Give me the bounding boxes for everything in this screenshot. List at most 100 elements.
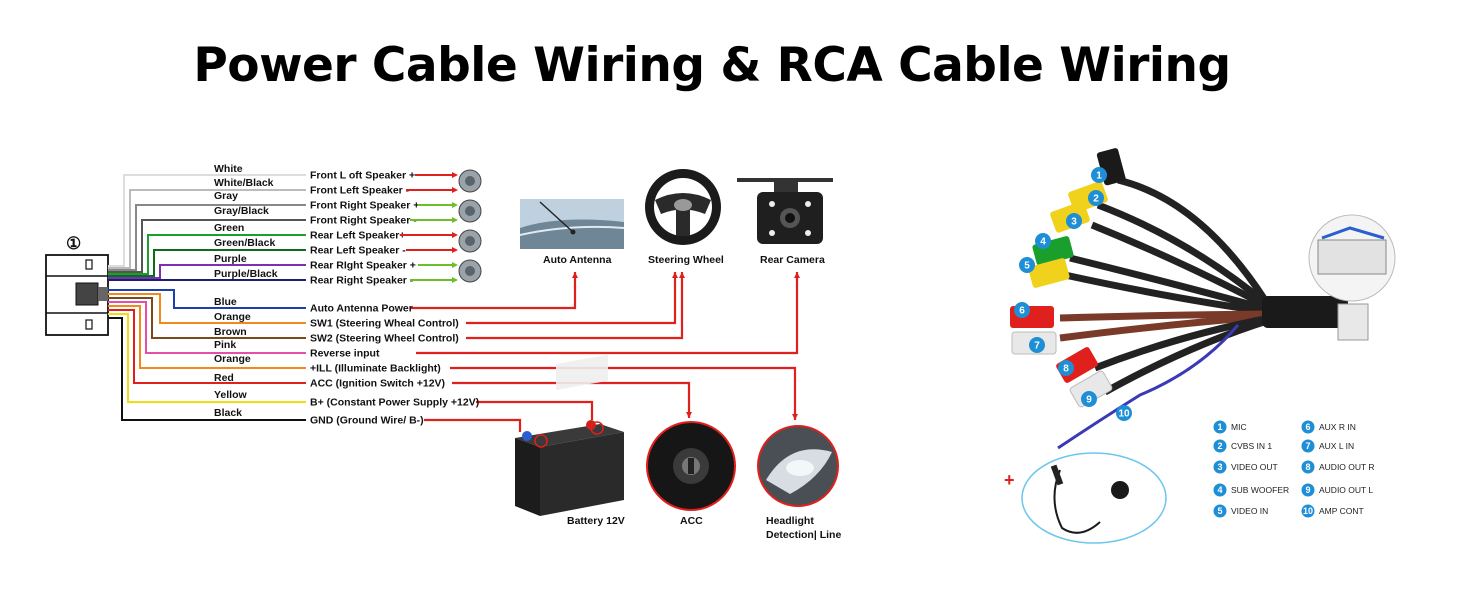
wire-color-label: Brown: [214, 326, 247, 338]
legend-badge: [1213, 439, 1227, 453]
wire-13: [108, 309, 306, 384]
rca-badge: [1081, 391, 1097, 407]
speaker-layer: [400, 169, 482, 283]
acc-ignition-picture: [646, 421, 736, 511]
wire-color-label: Orange: [214, 353, 251, 365]
legend-badge: [1213, 420, 1227, 434]
speaker-lead-arrow: [452, 217, 458, 223]
wire-color-label: Gray/Black: [214, 205, 269, 217]
battery-pos-route: [476, 400, 594, 420]
route-arrow: [794, 272, 800, 278]
rca-badge-number: 5: [1024, 261, 1030, 272]
wire-function-label: Rear Left Speaker -: [310, 245, 406, 257]
legend-label: AUX R IN: [1319, 422, 1356, 432]
wire-8: [108, 289, 306, 309]
wire-9: [108, 293, 306, 324]
legend-label: AUDIO OUT R: [1319, 462, 1375, 472]
legend-label: CVBS IN 1: [1231, 441, 1272, 451]
antenna-picture: [519, 199, 625, 249]
speaker-cone-icon: [465, 266, 475, 276]
camera-route: [416, 272, 799, 355]
legend-label: VIDEO OUT: [1231, 462, 1278, 472]
legend-number: 5: [1217, 506, 1222, 516]
rca-badge-number: 1: [1096, 171, 1102, 182]
acc-caption: ACC: [680, 515, 703, 527]
rear-camera-caption: Rear Camera: [760, 254, 825, 266]
speaker-lead-arrow: [452, 172, 458, 178]
rca-badge-number: 4: [1040, 237, 1046, 248]
legend-badge: [1301, 420, 1315, 434]
wire-function-label: Front Right Speaker +: [310, 200, 419, 212]
legend-badge: [1213, 483, 1227, 497]
legend-label: AUDIO OUT L: [1319, 485, 1373, 495]
legend-badge: [1301, 460, 1315, 474]
wire-4: [108, 234, 306, 275]
wire-12: [108, 305, 306, 369]
legend-number: 3: [1217, 462, 1222, 472]
speaker-cone-icon: [465, 176, 475, 186]
route-arrow: [686, 412, 692, 418]
wire-function-label: SW1 (Steering Wheal Control): [310, 318, 459, 330]
rca-badge: [1035, 233, 1051, 249]
legend-badge: [1301, 439, 1315, 453]
wire-function-label: Auto Antenna Power: [310, 303, 413, 315]
legend-label: VIDEO IN: [1231, 506, 1268, 516]
wire-function-label: Front L oft Speaker +: [310, 170, 415, 182]
route-arrow: [572, 272, 578, 278]
wire-1: [108, 189, 306, 269]
legend-badge: [1301, 504, 1315, 518]
speaker-lead-arrow: [452, 277, 458, 283]
legend-number: 6: [1305, 422, 1310, 432]
wire-function-label: SW2 (Steering Wheel Control): [310, 333, 459, 345]
steering-wheel-caption: Steering Wheel: [648, 254, 724, 266]
legend-number: 8: [1305, 462, 1310, 472]
wire-color-label: White: [214, 163, 243, 175]
rca-badge: [1019, 257, 1035, 273]
legend-badge: [1213, 504, 1227, 518]
rca-badge: [1091, 167, 1107, 183]
battery-neg-route: [424, 418, 522, 432]
power-connector: [45, 254, 109, 336]
headlight-caption-line-2: Detection| Line: [766, 529, 841, 541]
legend-label: MIC: [1231, 422, 1247, 432]
antenna-caption: Auto Antenna: [543, 254, 612, 266]
rca-badge-number: 8: [1063, 364, 1069, 375]
wire-function-label: Rear RIght Speaker +: [310, 260, 416, 272]
route-arrow: [672, 272, 678, 278]
legend-badge: [1301, 483, 1315, 497]
wire-color-label: Purple/Black: [214, 268, 278, 280]
antenna-route: [410, 272, 577, 310]
wire-10: [108, 297, 306, 339]
headlight-caption-line-1: Headlight: [766, 515, 814, 527]
rca-badge-number: 9: [1086, 395, 1092, 406]
connector-number-label: ①: [66, 234, 81, 253]
legend-label: AMP CONT: [1319, 506, 1364, 516]
rca-harness-picture: [1010, 148, 1396, 450]
wire-color-label: Black: [214, 407, 242, 419]
wire-function-label: Front Left Speaker -: [310, 185, 410, 197]
speaker-lead-arrow: [452, 187, 458, 193]
plus-sign: +: [1004, 470, 1015, 490]
legend-label: AUX L IN: [1319, 441, 1354, 451]
legend-label: SUB WOOFER: [1231, 485, 1289, 495]
page-title: Power Cable Wiring & RCA Cable Wiring: [193, 38, 1231, 93]
battery-picture: [515, 354, 624, 516]
route-arrow: [792, 414, 798, 420]
legend-number: 1: [1217, 422, 1222, 432]
wire-11: [108, 301, 306, 354]
headlight-route: [450, 366, 797, 420]
wire-function-label: Front Right Speaker -: [310, 215, 417, 227]
wire-function-label: Rear Right Speaker -: [310, 275, 414, 287]
battery-caption: Battery 12V: [567, 515, 625, 527]
rca-badge: [1029, 337, 1045, 353]
acc-route: [452, 381, 691, 418]
wire-2: [108, 204, 306, 271]
wire-color-label: Green: [214, 222, 244, 234]
rca-badge-number: 10: [1118, 409, 1130, 420]
route-arrow: [679, 272, 685, 278]
wire-color-label: Red: [214, 372, 234, 384]
steering-wheel-picture: [645, 169, 721, 245]
